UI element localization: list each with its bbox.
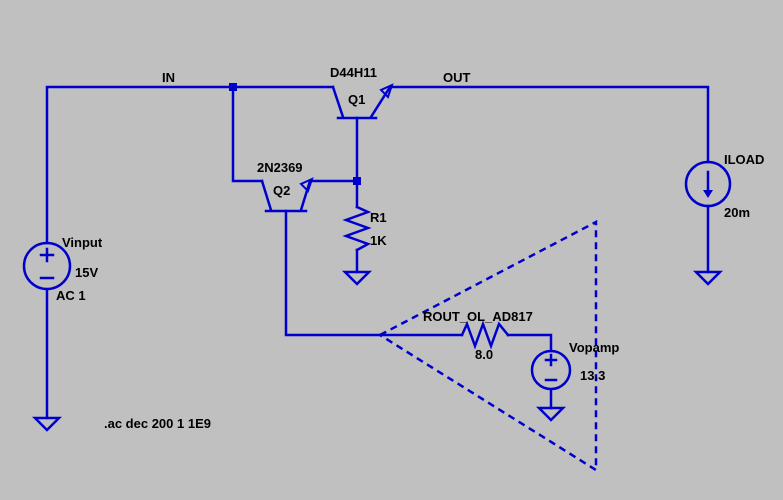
wire-in-rail bbox=[45, 85, 335, 245]
q2-emitter-arrow bbox=[299, 177, 314, 193]
q1-collector-lead bbox=[331, 85, 345, 119]
iload-arrow-head bbox=[703, 190, 713, 198]
vopamp-circle bbox=[530, 349, 572, 391]
junction-in bbox=[229, 83, 237, 91]
vopamp-value-label: 13.3 bbox=[580, 368, 605, 383]
wire-in-to-q2 bbox=[231, 85, 264, 183]
junction-base bbox=[353, 177, 361, 185]
q2-emitter-lead bbox=[299, 179, 312, 212]
source-vopamp[interactable] bbox=[530, 349, 572, 391]
iload-ref-label: ILOAD bbox=[724, 152, 764, 167]
r1-value-label: 1K bbox=[370, 233, 387, 248]
r1-ref-label: R1 bbox=[370, 210, 387, 225]
ground-icon bbox=[31, 416, 63, 432]
rout-value-label: 8.0 bbox=[475, 347, 493, 362]
vopamp-ref-label: Vopamp bbox=[569, 340, 619, 355]
transistor-q2[interactable] bbox=[260, 177, 314, 213]
source-vinput[interactable] bbox=[22, 241, 72, 291]
net-label-in: IN bbox=[162, 70, 175, 85]
q1-ref-label: Q1 bbox=[348, 92, 365, 107]
wire-out-rail bbox=[388, 85, 710, 164]
wires bbox=[45, 85, 710, 420]
q1-emitter-arrow bbox=[379, 83, 394, 99]
q1-model-label: D44H11 bbox=[330, 65, 377, 80]
net-label-out: OUT bbox=[443, 70, 471, 85]
spice-directive[interactable]: .ac dec 200 1 1E9 bbox=[104, 416, 211, 431]
wire-q2-base bbox=[284, 209, 382, 337]
source-iload[interactable] bbox=[684, 160, 732, 208]
q2-collector-lead bbox=[260, 179, 273, 212]
ground-icon bbox=[535, 406, 567, 422]
opamp-triangle bbox=[377, 219, 598, 473]
q2-ref-label: Q2 bbox=[273, 183, 290, 198]
wire-rout-right bbox=[506, 333, 553, 353]
iload-circle bbox=[684, 160, 732, 208]
rout-ref-label: ROUT_OL_AD817 bbox=[423, 309, 533, 324]
q1-emitter-lead bbox=[369, 85, 392, 119]
vinput-value-label: 15V bbox=[75, 265, 98, 280]
ground-icon bbox=[692, 270, 724, 286]
ground-icon bbox=[341, 270, 373, 286]
vinput-circle bbox=[22, 241, 72, 291]
vinput-ac-label: AC 1 bbox=[56, 288, 86, 303]
resistor-r1[interactable] bbox=[342, 205, 372, 252]
vinput-ref-label: Vinput bbox=[62, 235, 103, 250]
transistor-q1[interactable] bbox=[331, 83, 394, 120]
resistor-rout[interactable] bbox=[460, 320, 510, 350]
q2-model-label: 2N2369 bbox=[257, 160, 303, 175]
iload-value-label: 20m bbox=[724, 205, 750, 220]
